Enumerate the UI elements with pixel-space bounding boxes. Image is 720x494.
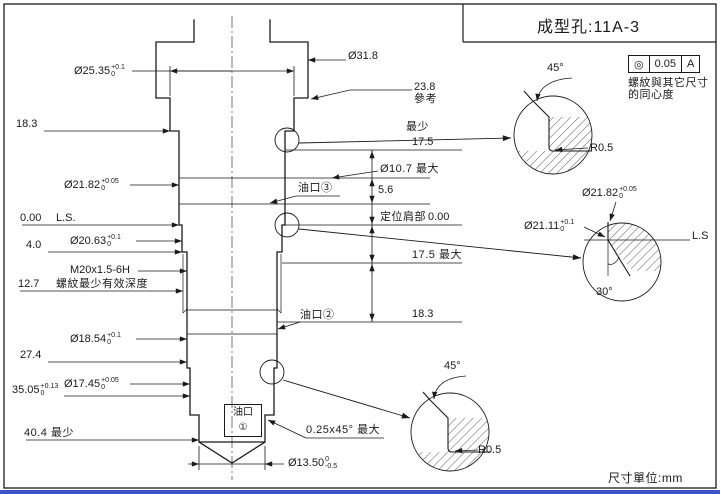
gdt-datum: A (682, 55, 701, 73)
ref-label: 參考 (414, 93, 437, 105)
thread-spec: M20x1.5-6H (70, 264, 130, 276)
detail3-radius: R0.5 (478, 444, 502, 456)
locating-shoulder-label: 定位肩部 (380, 211, 426, 223)
detail-balloons (259, 127, 582, 419)
dim-depth-27-4: 27.4 (20, 349, 42, 361)
dim-depth-12-7: 12.7 (18, 278, 40, 290)
detail-circle-1 (513, 77, 593, 175)
oil-port-2-label: 油口② (300, 309, 335, 321)
part-internal-lines (179, 177, 430, 335)
gdt-note-line2: 的同心度 (628, 89, 674, 101)
balloon-1 (274, 127, 300, 153)
dim-depth-18-3-bottom: 18.3 (412, 308, 434, 320)
dim-dia-31-8: Ø31.8 (348, 50, 378, 62)
datum-ls-left: L.S. (56, 212, 76, 224)
gdt-tolerance: 0.05 (649, 55, 683, 73)
detail2-angle-30: 30° (596, 286, 613, 298)
min-label: 最少 (406, 121, 429, 133)
dim-depth-4-0: 4.0 (26, 239, 42, 251)
oil-port-1-text: 油口 (233, 407, 253, 418)
dim-ref-23-8: 23.8 (414, 81, 436, 93)
dim-min-17-5: 17.5 (412, 136, 434, 148)
unit-label: 尺寸單位:mm (608, 471, 683, 485)
dim-5-6: 5.6 (378, 184, 394, 196)
detail3-angle-45: 45° (444, 360, 461, 372)
dimension-lines (20, 57, 462, 470)
concentricity-symbol-icon: ◎ (628, 55, 650, 73)
detail1-radius: R0.5 (590, 142, 614, 154)
gdt-note-line1: 螺紋與其它尺寸 (628, 77, 709, 89)
dim-depth-18-3-top: 18.3 (16, 118, 38, 130)
datum-zero-left: 0.00 (20, 212, 42, 224)
drawing-title: 成型孔:11A-3 (537, 19, 640, 36)
oil-port-1-number: ① (238, 422, 248, 433)
dim-dia-10-7: Ø10.7 最大 (380, 163, 440, 175)
balloon-3 (259, 359, 285, 385)
thread-depth-note: 螺紋最少有效深度 (56, 278, 148, 290)
gdt-frame: ◎ 0.05 A (628, 55, 701, 73)
datum-zero-right: 0.00 (428, 211, 450, 223)
oil-port-3-label: 油口③ (298, 182, 333, 194)
detail-circle-2 (582, 201, 690, 302)
dim-max-17-5: 17.5 最大 (412, 249, 462, 261)
dim-depth-40-4: 40.4 最少 (24, 427, 74, 439)
balloon-2 (274, 212, 300, 238)
detail2-ls-label: L.S (692, 230, 709, 242)
detail-circle-3 (410, 375, 490, 472)
bottom-frame-bar (0, 490, 720, 494)
drawing-frame (3, 3, 717, 489)
detail1-angle-45: 45° (547, 62, 564, 74)
oil-port-1-box: 油口 ① (224, 404, 262, 437)
chamfer-note: 0.25x45° 最大 (306, 424, 381, 436)
